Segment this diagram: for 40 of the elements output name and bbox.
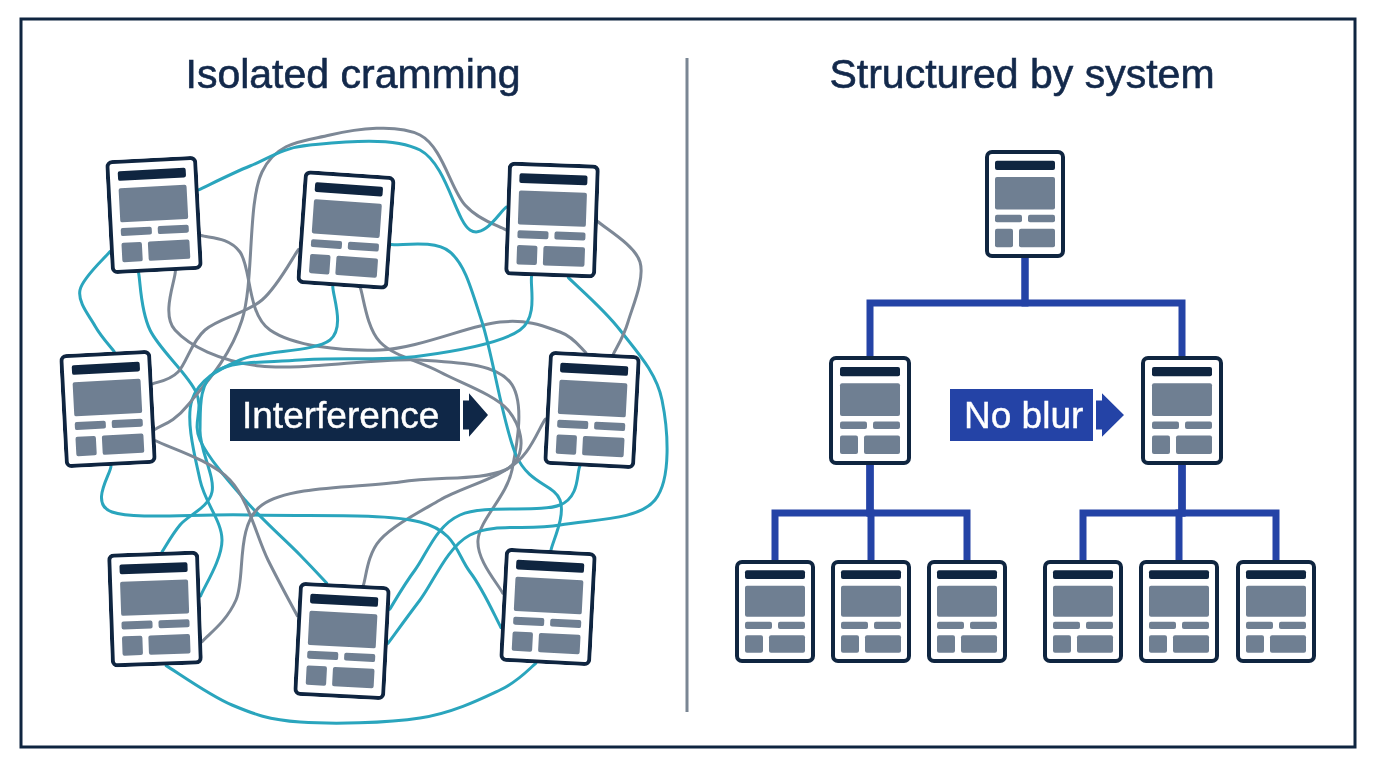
curved-line [188,284,340,598]
document-icon [1139,560,1219,663]
curved-line [151,248,300,386]
curved-line [197,139,508,234]
document-icon [504,161,600,279]
document-icon [1141,356,1223,465]
curved-line [78,250,116,354]
curved-line [167,269,521,595]
document-icon [1236,560,1316,663]
arrow-label: No blur [950,389,1124,441]
document-icon [829,356,911,465]
document-icon [107,550,203,668]
document-icon [59,349,157,469]
curved-line [358,286,523,587]
document-icon [105,155,203,275]
tree-connector [866,465,971,560]
curved-line [596,220,643,356]
document-icon [1043,560,1123,663]
document-icon [831,560,911,663]
curved-line [386,276,669,645]
curved-line [160,274,534,554]
panel-heading: Isolated cramming [185,50,521,99]
tree-connector [1178,465,1280,560]
document-icon [499,547,597,667]
document-icon [927,560,1007,663]
curved-line [199,233,588,355]
curved-line [389,242,563,552]
curved-line [164,661,538,725]
curved-line [388,464,582,611]
curved-line [200,417,547,644]
tree-connector [1021,258,1186,356]
curved-line [154,439,299,618]
curved-line [137,271,329,585]
document-icon [293,581,391,701]
document-icon [985,150,1065,258]
panel-heading: Structured by system [829,50,1215,99]
document-icon [543,350,641,470]
document-icon [735,560,815,663]
curved-line [99,464,503,629]
arrow-label: Interference [230,389,488,441]
